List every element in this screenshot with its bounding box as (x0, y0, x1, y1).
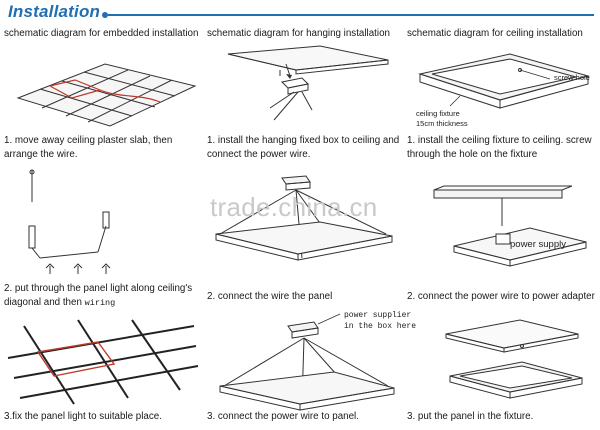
figure-wire-hooks (10, 166, 200, 280)
label-in-the-box: in the box here (344, 322, 416, 331)
caption-embedded-3: 3.fix the panel light to suitable place. (4, 410, 162, 424)
label-screw-hole: screw hole (554, 73, 590, 82)
figure-power-adapter: power supply (410, 168, 600, 278)
label-power-supplier: power supplier (344, 311, 411, 320)
figure-panel-power: power supplier in the box here (210, 308, 400, 414)
figure-grid-panel (4, 318, 200, 410)
figure-hanging-box (210, 44, 400, 134)
caption-ceiling-1: 1. install the ceiling fixture to ceilin… (407, 134, 592, 162)
caption-hanging-3: 3. connect the power wire to panel. (207, 410, 359, 424)
figure-ceiling-fixture: screw hole ceiling fixture 15cm thicknes… (410, 46, 600, 134)
caption-ceiling-2: 2. connect the power wire to power adapt… (407, 290, 595, 304)
heading-ceiling: schematic diagram for ceiling installati… (407, 28, 583, 39)
label-thickness: 15cm thickness (416, 119, 468, 128)
heading-embedded: schematic diagram for embedded installat… (4, 28, 198, 39)
caption-hanging-1: 1. install the hanging fixed box to ceil… (207, 134, 399, 162)
section-title: Installation (8, 2, 100, 22)
label-power-supply: power supply (510, 239, 566, 250)
watermark-text: trade.china.cn (210, 192, 378, 223)
label-ceiling-fixture: ceiling fixture (416, 109, 460, 118)
caption-embedded-1: 1. move away ceiling plaster slab, then … (4, 134, 172, 162)
heading-hanging: schematic diagram for hanging installati… (207, 28, 390, 39)
figure-ceiling-grid (10, 46, 200, 131)
figure-panel-in-fixture (410, 316, 600, 412)
section-header: Installation (0, 0, 600, 28)
caption-ceiling-3: 3. put the panel in the fixture. (407, 410, 533, 424)
figure-panel-wires (210, 174, 400, 278)
caption-hanging-2: 2. connect the wire the panel (207, 290, 332, 304)
title-rule (108, 14, 594, 16)
caption-embedded-2: 2. put through the panel light along cei… (4, 282, 192, 310)
